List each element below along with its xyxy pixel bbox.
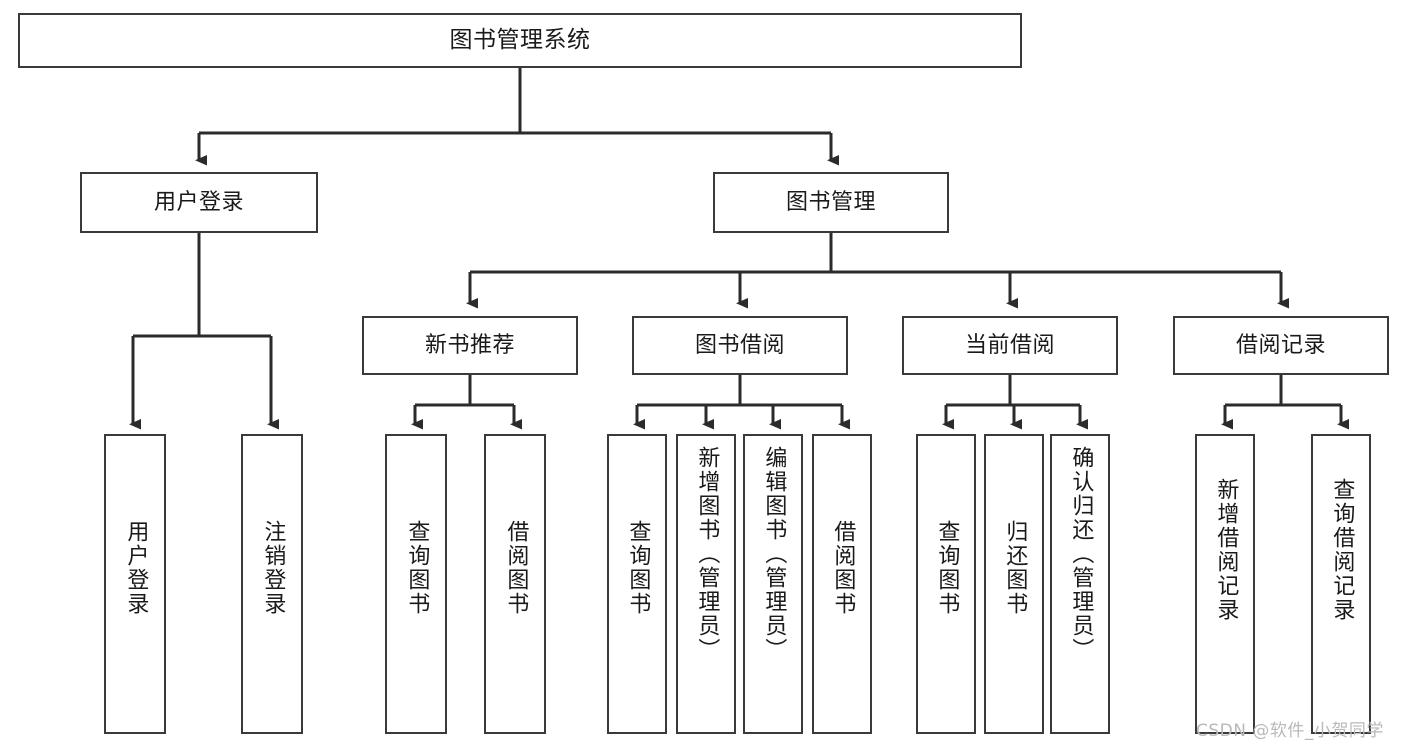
node-label: 新增借阅记录 (1213, 478, 1239, 622)
node-leaf-logout[interactable]: 注销登录 (241, 434, 303, 734)
node-root-system[interactable]: 图书管理系统 (18, 13, 1022, 68)
node-leaf-confirm-return[interactable]: 确认归还（管理员） (1050, 434, 1110, 734)
node-user-login[interactable]: 用户登录 (80, 172, 318, 233)
node-leaf-query-book-3[interactable]: 查询图书 (916, 434, 976, 734)
node-leaf-borrow-book-2[interactable]: 借阅图书 (812, 434, 872, 734)
node-leaf-query-record[interactable]: 查询借阅记录 (1311, 434, 1371, 734)
node-label: 确认归还（管理员） (1068, 446, 1094, 662)
node-label: 编辑图书（管理员） (761, 446, 787, 662)
node-book-manage[interactable]: 图书管理 (713, 172, 949, 233)
node-label: 图书管理系统 (449, 27, 591, 54)
node-label: 图书借阅 (694, 332, 785, 358)
node-label: 新增图书（管理员） (694, 446, 720, 662)
node-label: 归还图书 (1002, 520, 1028, 616)
node-label: 查询图书 (625, 520, 651, 616)
node-label: 查询借阅记录 (1329, 478, 1355, 622)
node-label: 新书推荐 (424, 332, 515, 358)
node-leaf-user-login[interactable]: 用户登录 (104, 434, 166, 734)
node-leaf-add-record[interactable]: 新增借阅记录 (1195, 434, 1255, 734)
node-current-borrow[interactable]: 当前借阅 (902, 316, 1118, 375)
node-borrow-record[interactable]: 借阅记录 (1173, 316, 1389, 375)
node-leaf-borrow-book-1[interactable]: 借阅图书 (484, 434, 546, 734)
node-label: 查询图书 (404, 520, 430, 616)
node-label: 查询图书 (934, 520, 960, 616)
node-new-book-rec[interactable]: 新书推荐 (362, 316, 578, 375)
node-leaf-add-book[interactable]: 新增图书（管理员） (676, 434, 736, 734)
node-label: 用户登录 (123, 520, 149, 616)
node-label: 图书管理 (785, 189, 876, 215)
node-label: 当前借阅 (964, 332, 1055, 358)
node-leaf-query-book-2[interactable]: 查询图书 (607, 434, 667, 734)
node-leaf-edit-book[interactable]: 编辑图书（管理员） (743, 434, 803, 734)
node-label: 用户登录 (153, 189, 244, 215)
node-leaf-return-book[interactable]: 归还图书 (984, 434, 1044, 734)
node-label: 借阅图书 (830, 520, 856, 616)
node-label: 注销登录 (260, 520, 286, 616)
node-label: 借阅图书 (503, 520, 529, 616)
node-label: 借阅记录 (1235, 332, 1326, 358)
node-leaf-query-book-1[interactable]: 查询图书 (385, 434, 447, 734)
watermark-text: CSDN @软件_小贺同学 (1196, 721, 1384, 741)
node-book-borrow[interactable]: 图书借阅 (632, 316, 848, 375)
